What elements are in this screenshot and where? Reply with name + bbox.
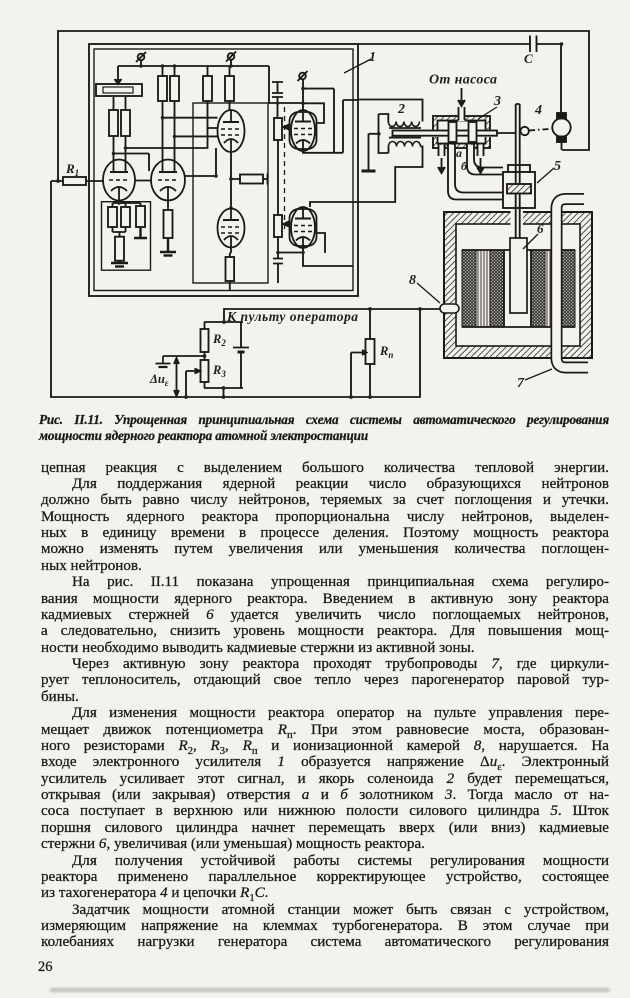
svg-text:2: 2 [397,102,405,117]
svg-text:R2: R2 [212,332,226,348]
svg-text:8: 8 [409,273,416,288]
svg-text:1: 1 [369,50,376,65]
svg-text:R1: R1 [65,161,79,178]
svg-text:От насоса: От насоса [429,73,497,88]
svg-text:C: C [524,51,533,66]
svg-text:б: б [461,159,468,173]
svg-text:3: 3 [493,94,501,109]
svg-text:5: 5 [554,159,561,174]
svg-text:6: 6 [537,221,544,236]
svg-text:Δuε: Δuε [149,372,169,388]
svg-text:7: 7 [517,376,525,391]
svg-text:К пульту оператора: К пульту оператора [226,309,358,324]
svg-text:R3: R3 [212,363,226,379]
svg-text:Rп: Rп [379,344,393,360]
svg-text:а: а [456,146,462,160]
svg-text:4: 4 [534,103,542,118]
